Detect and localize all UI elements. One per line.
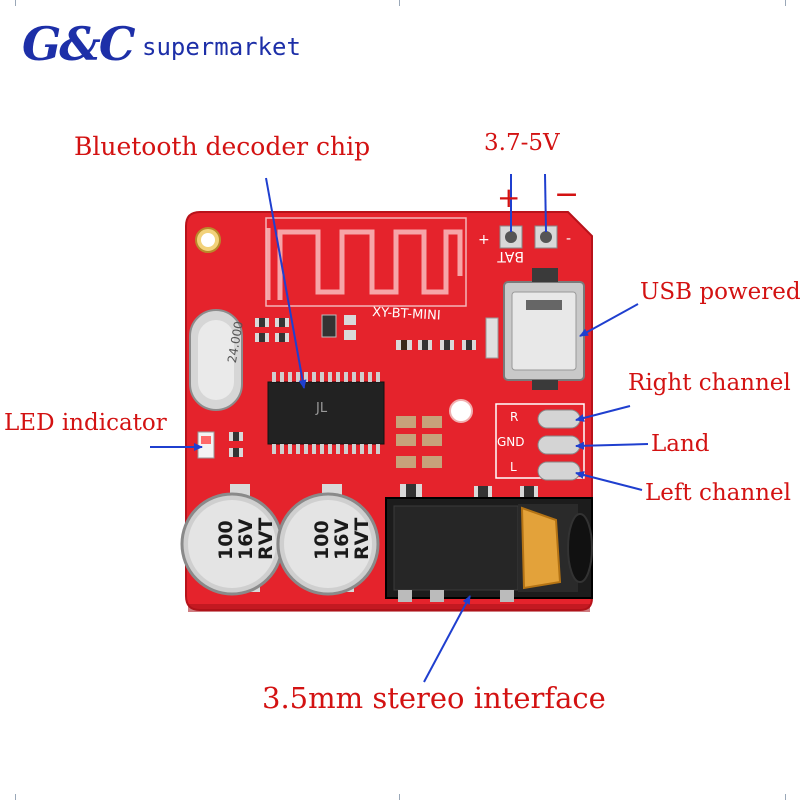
frame-tick [399, 0, 400, 6]
cap-right-value: 100 [311, 520, 333, 560]
brand-name: supermarket [142, 33, 301, 61]
chip-pin [360, 444, 364, 454]
chip-pin [312, 444, 316, 454]
chip-marking: JL [315, 401, 328, 416]
chip-pin [320, 372, 324, 382]
chip-pin [312, 372, 316, 382]
pad-left-channel [537, 461, 581, 481]
capacitor-right: 100 16V RVT [276, 484, 380, 596]
smd-components [229, 314, 538, 500]
label-land: Land [651, 431, 710, 457]
pin-l-silk: L [510, 460, 517, 474]
chip-pin [344, 372, 348, 382]
land-callout-arrow [575, 441, 649, 450]
chip-pin [280, 444, 284, 454]
led-indicator [197, 431, 215, 459]
label-voltage: 3.7-5V [484, 130, 560, 156]
label-led-indicator: LED indicator [4, 410, 167, 436]
svg-text:+: + [478, 232, 490, 248]
chip-pin [304, 444, 308, 454]
board-model-text: XY-BT-MINI [372, 305, 441, 324]
label-stereo-interface: 3.5mm stereo interface [262, 681, 606, 715]
right-channel-callout-arrow [575, 405, 631, 422]
jack-callout-arrow [423, 595, 471, 683]
pin-gnd-silk: GND [497, 435, 525, 449]
frame-tick [15, 0, 16, 6]
chip-pin [344, 444, 348, 454]
chip-pin [272, 372, 276, 382]
chip-pin [304, 372, 308, 382]
svg-text:-: - [566, 231, 571, 247]
chip-pin [320, 444, 324, 454]
chip-pin [296, 444, 300, 454]
cap-left-brand: RVT [255, 518, 277, 560]
pad-right-channel [537, 409, 581, 429]
label-usb-powered: USB powered [640, 279, 800, 305]
label-left-channel: Left channel [645, 480, 791, 506]
audio-jack-3-5mm [385, 497, 593, 602]
minus-callout-line [544, 173, 547, 233]
frame-tick [785, 794, 786, 800]
bluetooth-decoder-chip: JL [267, 381, 385, 445]
label-bluetooth-decoder-chip: Bluetooth decoder chip [74, 132, 371, 161]
chip-pin [288, 372, 292, 382]
brand-mark: G&C [22, 17, 135, 71]
chip-pin [352, 372, 356, 382]
frame-tick [399, 794, 400, 800]
frame-tick [785, 0, 786, 6]
left-channel-callout-arrow [575, 471, 643, 491]
chip-pin [376, 372, 380, 382]
chip-pin [328, 372, 332, 382]
cap-right-brand: RVT [351, 518, 373, 560]
center-hole [449, 399, 473, 423]
chip-pin [272, 444, 276, 454]
chip-pin [296, 372, 300, 382]
frame-tick [15, 794, 16, 800]
label-right-channel: Right channel [628, 370, 791, 396]
chip-pin [360, 372, 364, 382]
chip-pin [280, 372, 284, 382]
bat-silk-text: BAT [497, 248, 524, 264]
usb-callout-arrow [579, 303, 639, 337]
antenna-trace [265, 228, 463, 300]
chip-pin [328, 444, 332, 454]
chip-pins [272, 372, 380, 454]
cap-right-voltage: 16V [331, 519, 353, 560]
chip-pin [336, 444, 340, 454]
chip-pin [368, 372, 372, 382]
label-plus: + [497, 181, 521, 214]
cap-left-voltage: 16V [235, 519, 257, 560]
chip-pin [376, 444, 380, 454]
label-minus: − [554, 177, 580, 212]
capacitor-left: 100 16V RVT [180, 484, 284, 596]
pin-r-silk: R [510, 410, 518, 424]
chip-pin [288, 444, 292, 454]
chip-callout-arrow [265, 177, 307, 389]
chip-pin [352, 444, 356, 454]
chip-pin [368, 444, 372, 454]
chip-pin [336, 372, 340, 382]
cap-left-value: 100 [215, 520, 237, 560]
pcb-edge [188, 604, 590, 612]
pad-ground [537, 435, 581, 455]
